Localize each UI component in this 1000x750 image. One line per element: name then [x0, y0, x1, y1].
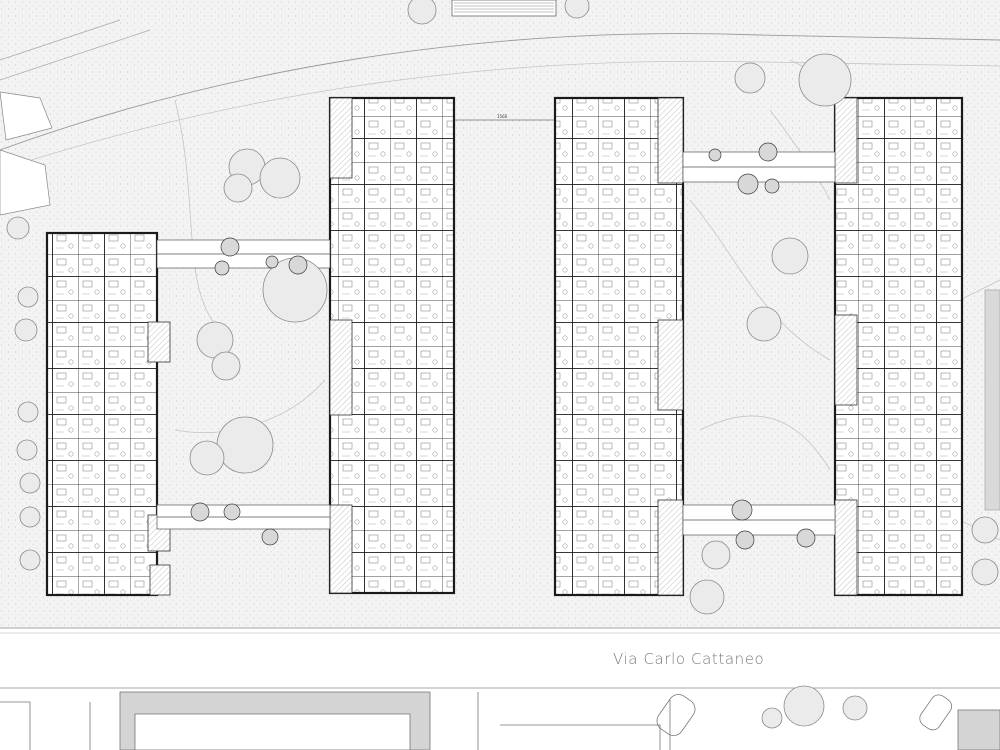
dimension-label: 1560 [497, 114, 508, 119]
building-block-4 [833, 96, 964, 597]
tree-icon [216, 416, 274, 474]
tree-icon [259, 157, 301, 199]
top-road [0, 33, 1000, 151]
shrub-icon [288, 255, 308, 275]
street [0, 628, 1000, 688]
tree-icon [14, 318, 38, 342]
shrub-icon [265, 255, 279, 269]
tree-icon [971, 558, 999, 586]
street-name-label: Via Carlo Cattaneo [613, 650, 765, 668]
shrub-icon [737, 173, 759, 195]
tree-icon [783, 685, 825, 727]
neighbor-buildings [0, 691, 1000, 750]
shrub-icon [764, 178, 780, 194]
tree-icon [701, 540, 731, 570]
tree-icon [771, 237, 809, 275]
tree-icon [842, 695, 868, 721]
tree-icon [798, 53, 852, 107]
shrub-icon [708, 148, 722, 162]
shrub-icon [190, 502, 210, 522]
shrub-icon [731, 499, 753, 521]
tree-icon [19, 506, 41, 528]
shrub-icon [261, 528, 279, 546]
shrub-icon [796, 528, 816, 548]
tree-icon [761, 707, 783, 729]
tree-icon [6, 216, 30, 240]
building-block-2 [328, 96, 456, 595]
shrub-icon [220, 237, 240, 257]
tree-icon [19, 549, 41, 571]
shrubs [190, 142, 816, 550]
walkways [156, 119, 836, 536]
tree-icon [16, 439, 38, 461]
tree-icon [189, 440, 225, 476]
shrub-icon [214, 260, 230, 276]
tree-icon [17, 401, 39, 423]
tree-icon [971, 516, 999, 544]
tree-icon [734, 62, 766, 94]
building-block-1 [45, 231, 171, 597]
tree-icon [19, 472, 41, 494]
tree-icon [17, 286, 39, 308]
tree-icon [689, 579, 725, 615]
tree-icon [746, 306, 782, 342]
shrub-icon [735, 530, 755, 550]
trees [6, 0, 999, 729]
shrub-icon [758, 142, 778, 162]
tree-icon [211, 351, 241, 381]
shrub-icon [223, 503, 241, 521]
tree-icon [564, 0, 590, 19]
building-block-3 [553, 96, 685, 597]
adjacent-building-right [984, 289, 1000, 511]
tree-icon [407, 0, 437, 25]
tree-icon [223, 173, 253, 203]
